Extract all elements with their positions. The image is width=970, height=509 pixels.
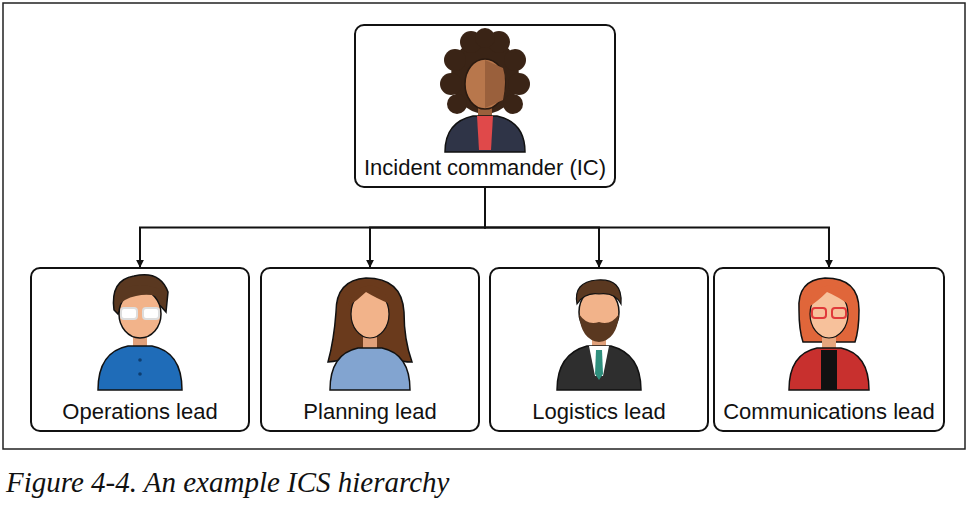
role-box: Communications lead [713, 267, 945, 432]
connector-arrow [140, 188, 485, 267]
operations-avatar [98, 275, 182, 390]
figure-frame [3, 3, 965, 449]
node-label: Logistics lead [528, 399, 669, 430]
figure-caption: Figure 4-4. An example ICS hierarchy [6, 466, 449, 499]
node-label: Operations lead [58, 399, 221, 430]
node-label: Communications lead [719, 399, 939, 430]
communications-avatar [789, 278, 869, 390]
planning-avatar [328, 278, 412, 390]
commander-avatar [440, 28, 530, 152]
connector-arrow [485, 188, 829, 267]
commander-box: Incident commander (IC) [354, 24, 616, 188]
node-label: Planning lead [299, 399, 440, 430]
node-label: Incident commander (IC) [360, 155, 610, 186]
logistics-avatar [557, 280, 641, 390]
connector-arrow [370, 188, 485, 267]
role-box: Logistics lead [489, 267, 709, 432]
role-box: Operations lead [30, 267, 250, 432]
role-box: Planning lead [260, 267, 480, 432]
